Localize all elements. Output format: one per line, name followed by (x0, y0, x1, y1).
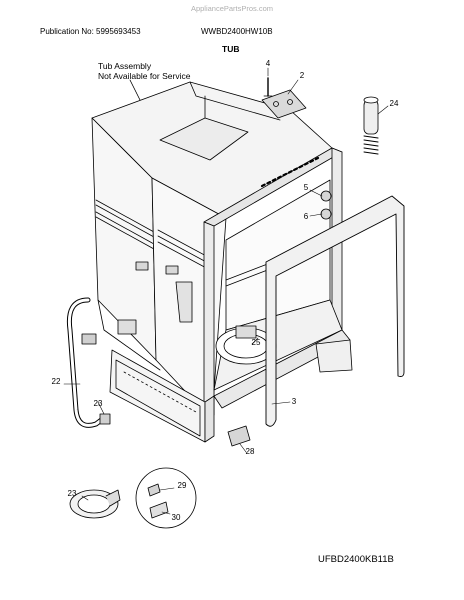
bracket-hole (287, 99, 293, 105)
spring-part (363, 96, 379, 155)
detail-screw (149, 501, 169, 519)
watermark-text: AppliancePartsPros.com (190, 4, 274, 13)
callout-29: 29 (177, 481, 187, 490)
callout-3: 3 (291, 397, 297, 406)
callout-5: 5 (303, 183, 309, 192)
callout-28: 28 (245, 447, 255, 456)
model-number: WWBD2400HW10B (201, 27, 273, 36)
tub-assembly-note-line1: Tub Assembly (98, 61, 152, 71)
callout-4: 4 (265, 59, 271, 68)
detail-view-circle (135, 467, 197, 529)
callout-6: 6 (303, 212, 309, 221)
figure-code: UFBD2400KB11B (318, 554, 394, 565)
callout-2: 2 (299, 71, 305, 80)
plug-part (320, 190, 332, 202)
side-bracket (135, 261, 149, 271)
clamp-detail-part (69, 489, 121, 519)
vent-hose-inner (67, 298, 106, 427)
callout-23-hose: 23 (93, 399, 103, 408)
callout-22: 22 (51, 377, 61, 386)
lower-bracket-part (227, 425, 251, 447)
publication-number: Publication No: 5995693453 (40, 27, 141, 36)
callout-25: 25 (251, 338, 261, 347)
hose-clamp (81, 333, 97, 345)
top-bracket-part (261, 89, 307, 119)
plug-part (320, 208, 332, 220)
callout-23-detail: 23 (67, 489, 77, 498)
door-gasket-part (265, 195, 405, 427)
tub-front-frame (203, 147, 353, 416)
section-title: TUB (222, 44, 240, 54)
base-frame (109, 349, 215, 443)
hose-clamp (99, 413, 111, 425)
detail-clip (147, 483, 161, 497)
tub-assembly-note-line2: Not Available for Service (98, 71, 191, 81)
fill-funnel (175, 281, 193, 323)
leader-lines (63, 67, 389, 515)
callout-30: 30 (171, 513, 181, 522)
side-bracket (165, 265, 179, 275)
callout-24: 24 (389, 99, 399, 108)
vent-bracket (117, 319, 137, 335)
bracket-hole (273, 101, 279, 107)
